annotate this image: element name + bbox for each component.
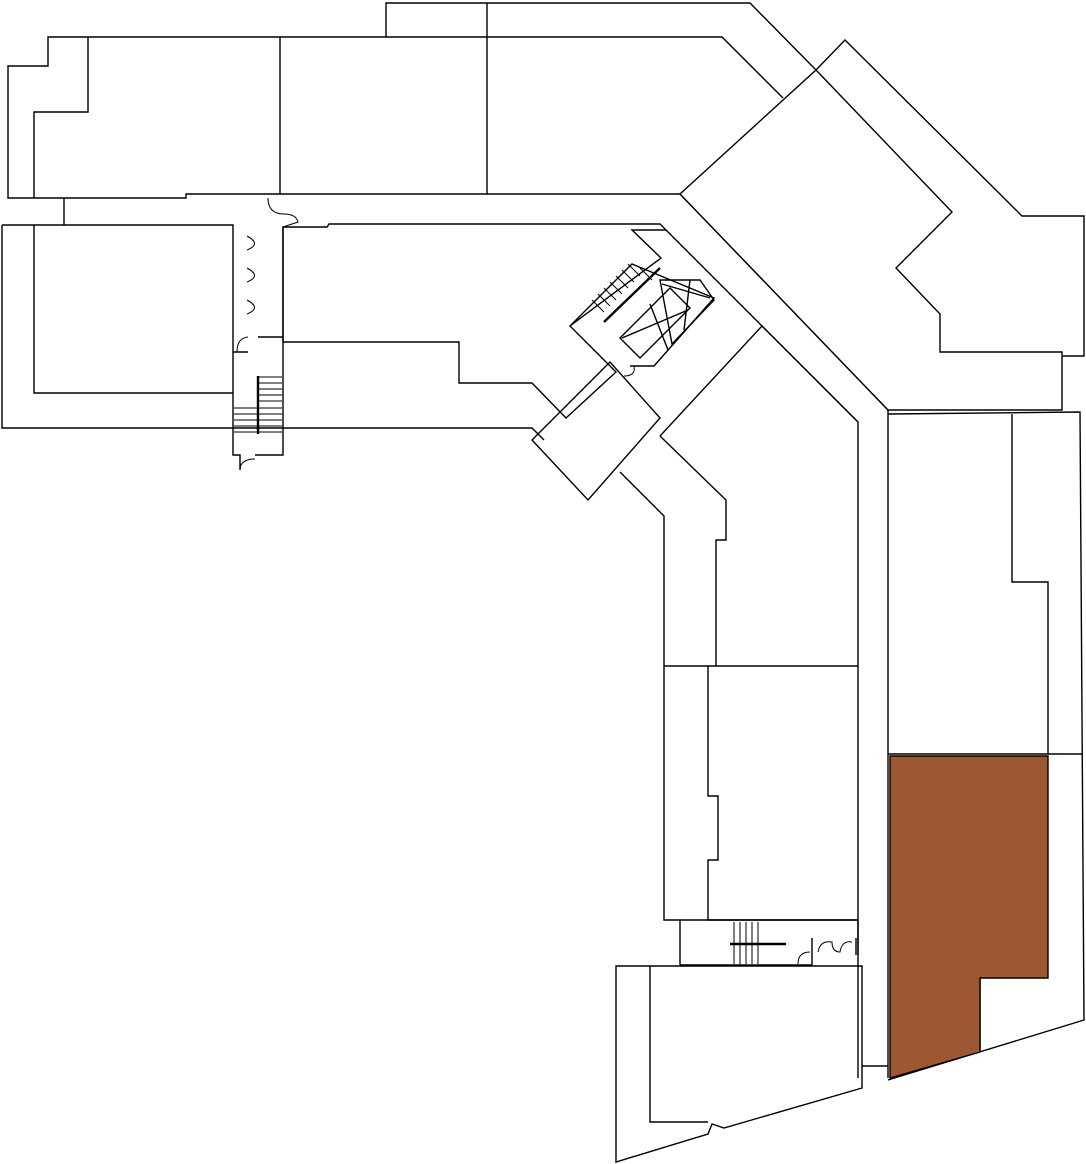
west-central-room[interactable]	[282, 223, 668, 419]
junction-room[interactable]	[531, 360, 661, 502]
west-door-arcs	[236, 235, 256, 471]
west-inner-room[interactable]	[33, 225, 233, 394]
south-corridor-upper[interactable]	[619, 471, 681, 965]
south-stair-core	[680, 919, 859, 966]
ne-outer-wall	[815, 39, 1085, 357]
sw-annex-inner	[649, 966, 708, 1123]
diagonal-corridor-inner	[665, 229, 859, 1078]
nw-room-inner-step	[33, 37, 89, 198]
south-west-annex	[615, 965, 888, 1163]
north-east-wing	[678, 39, 1085, 411]
north-corridor-door	[267, 197, 299, 228]
elevator-shaft-1	[619, 287, 691, 359]
sw-annex-outer[interactable]	[615, 965, 863, 1163]
nw-room-stepped[interactable]	[7, 36, 281, 199]
elevator-core	[569, 263, 716, 367]
north-upper-annex[interactable]	[385, 2, 817, 71]
east-wing	[887, 411, 1085, 1081]
east-outer-wall	[887, 411, 1085, 1081]
south-east-room[interactable]	[889, 755, 1049, 1079]
north-room-2[interactable]	[280, 36, 488, 195]
west-service-core	[232, 227, 284, 470]
south-room-2[interactable]	[707, 666, 858, 921]
south-wing	[619, 324, 859, 966]
diag-stair-rail	[603, 267, 661, 323]
west-stair	[234, 197, 299, 471]
south-room-1[interactable]	[659, 324, 859, 667]
diag-stair-treads	[591, 263, 653, 313]
north-room-3[interactable]	[487, 36, 784, 195]
east-room-upper[interactable]	[1011, 414, 1049, 754]
ne-large-room[interactable]	[678, 69, 1063, 411]
